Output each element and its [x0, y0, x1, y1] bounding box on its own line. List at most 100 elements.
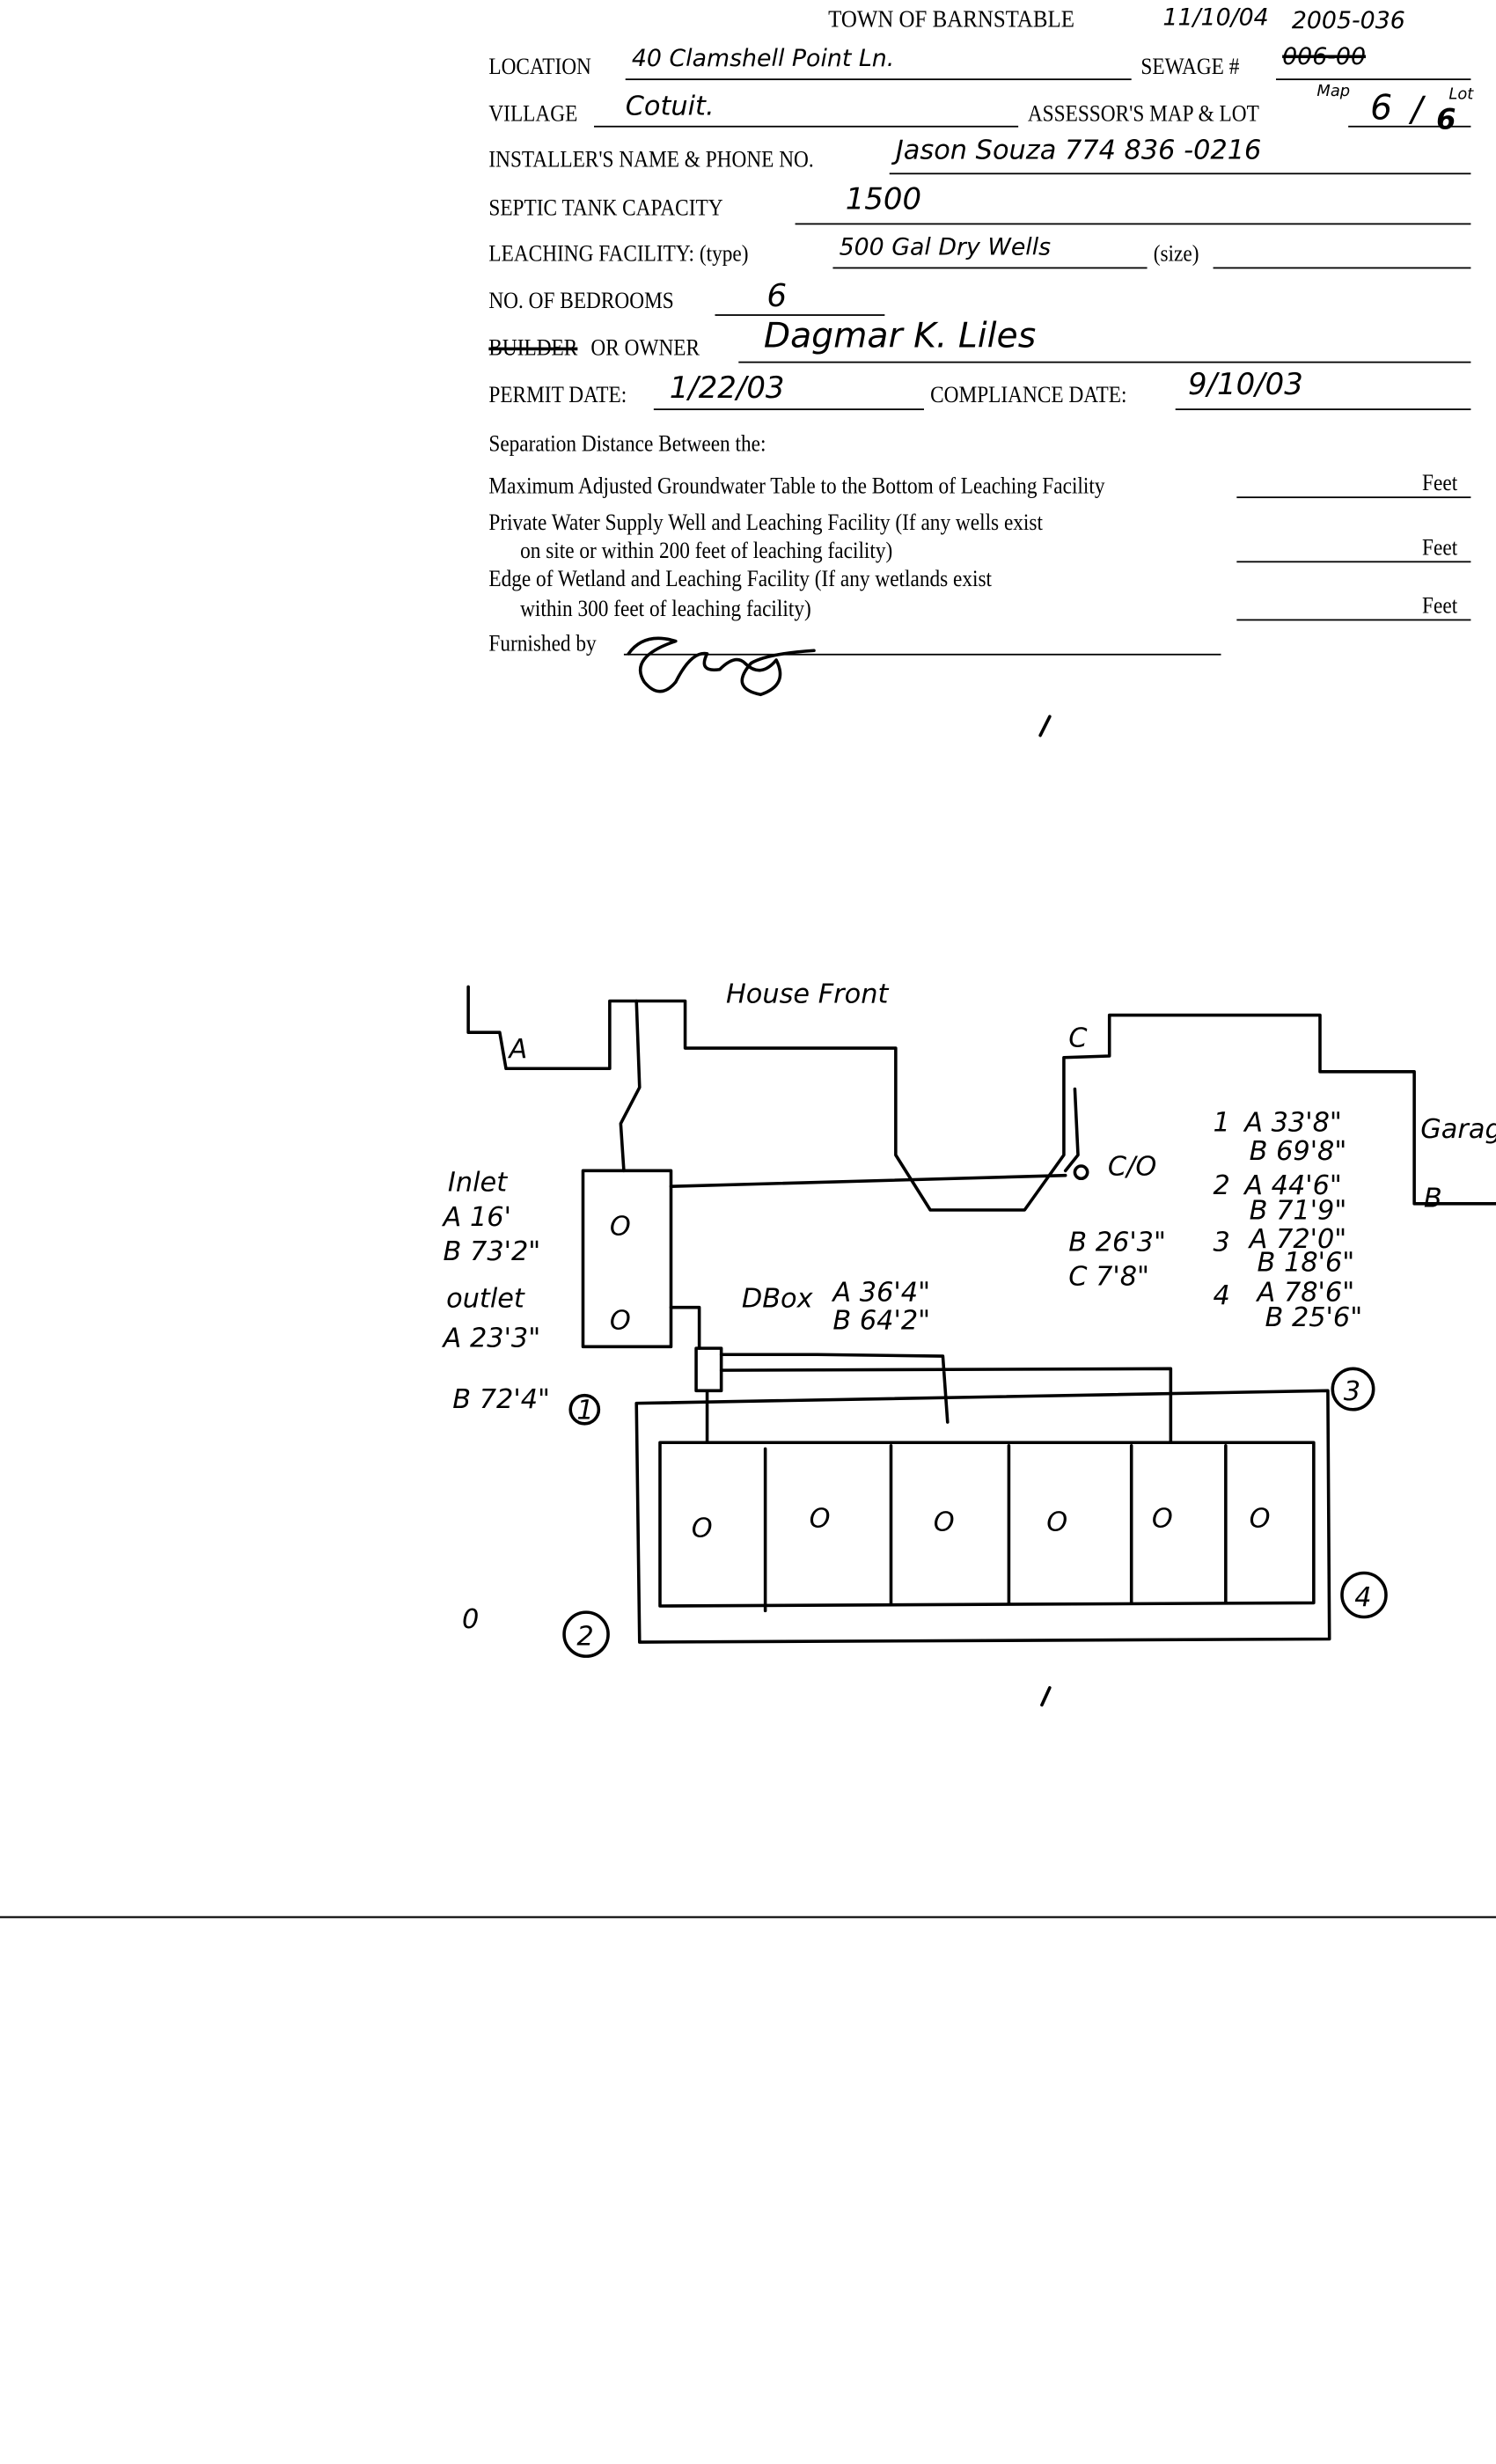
permit-date-label: PERMIT DATE: [488, 383, 627, 409]
corner-1-a: A 33'8" [1243, 1108, 1342, 1139]
corner-4-b: B 25'6" [1265, 1302, 1362, 1333]
wetland-feet-line [1236, 619, 1471, 621]
tank-outlet-circle: O [610, 1306, 631, 1337]
bedrooms-value: 6 [766, 276, 788, 315]
sewage-value: 006-00 [1282, 42, 1367, 71]
distribution-lines [705, 1353, 1173, 1445]
owner-label: OR OWNER [590, 336, 700, 362]
stray-mark [1038, 715, 1052, 1707]
corner-2-b: B 71'9" [1250, 1196, 1347, 1227]
installer-label: INSTALLER'S NAME & PHONE NO. [488, 147, 814, 173]
well-3: O [934, 1507, 955, 1537]
dbox-b: B 64'2" [832, 1306, 930, 1337]
groundwater-feet: Feet [1422, 471, 1458, 497]
furnished-label: Furnished by [488, 631, 597, 657]
leaching-underline [832, 267, 1148, 269]
annotation-date: 11/10/04 [1162, 3, 1269, 32]
house-outline [466, 985, 1496, 1212]
corner-4-a: A 78'6" [1256, 1278, 1355, 1309]
well-2: O [810, 1504, 831, 1535]
house-front-label: House Front [726, 979, 889, 1009]
well-5: O [1152, 1504, 1173, 1535]
distribution-box [694, 1346, 723, 1393]
corner-measurements: 1 A 33'8" B 69'8" 2 A 44'6" B 71'9" 3 A … [1214, 1108, 1363, 1333]
separation-heading: Separation Distance Between the: [488, 432, 766, 458]
owner-value: Dagmar K. Liles [763, 317, 1037, 357]
corner-3-marker [1331, 1367, 1375, 1412]
village-value: Cotuit. [625, 91, 715, 123]
wetland-feet: Feet [1422, 593, 1458, 620]
size-label: (size) [1153, 241, 1199, 268]
dbox-a: A 36'4" [831, 1278, 930, 1309]
furnished-underline [623, 653, 1221, 656]
well-feet-line [1236, 561, 1471, 563]
compliance-value: 9/10/03 [1187, 367, 1303, 403]
well-6: O [1250, 1504, 1271, 1535]
separation-wetland-2: within 300 feet of leaching facility) [520, 597, 811, 623]
outlet-label: outlet [446, 1284, 525, 1315]
cleanout-pipe [669, 1087, 1080, 1188]
location-label: LOCATION [488, 55, 591, 81]
cleanout-label: C/O [1108, 1152, 1156, 1183]
assessor-underline [1348, 125, 1471, 128]
well-4: O [1046, 1507, 1067, 1537]
corner-4-number: 4 [1354, 1582, 1371, 1613]
corner-4-marker [1340, 1571, 1388, 1619]
village-underline [593, 125, 1019, 128]
sewage-underline [1275, 78, 1471, 81]
builder-struck-label: BUILDER [488, 336, 578, 362]
leaching-value: 500 Gal Dry Wells [839, 232, 1052, 261]
compliance-label: COMPLIANCE DATE: [930, 383, 1127, 409]
well-feet: Feet [1422, 535, 1458, 561]
signature [627, 636, 816, 697]
installer-underline [889, 172, 1471, 175]
leaching-label: LEACHING FACILITY: (type) [488, 241, 749, 268]
lot-tag: Lot [1448, 86, 1474, 104]
corner-3-b: B 18'6" [1258, 1248, 1355, 1279]
separation-groundwater: Maximum Adjusted Groundwater Table to th… [488, 474, 1105, 500]
permit-date-underline [653, 408, 924, 411]
cleanout-b: B 26'3" [1068, 1227, 1166, 1258]
separation-well-1: Private Water Supply Well and Leaching F… [488, 510, 1043, 536]
leaching-wells-row [658, 1441, 1316, 1613]
corner-1-b: B 69'8" [1250, 1136, 1347, 1167]
house-sewer-pipe [619, 999, 642, 1173]
corner-1-number: 1 [576, 1395, 593, 1426]
corner-c-label: C [1068, 1023, 1088, 1053]
outlet-pipe [669, 1305, 701, 1350]
location-value: 40 Clamshell Point Ln. [631, 43, 895, 73]
village-label: VILLAGE [488, 102, 578, 128]
groundwater-feet-line [1236, 496, 1471, 499]
corner-1-marker [568, 1393, 601, 1426]
corner-4-ref: 4 [1214, 1280, 1230, 1311]
inlet-a: A 16' [442, 1202, 511, 1233]
septic-underline [795, 223, 1471, 225]
corner-2-ref: 2 [1214, 1170, 1230, 1201]
assessor-label: ASSESSOR'S MAP & LOT [1027, 102, 1259, 128]
location-underline [625, 78, 1132, 81]
septic-label: SEPTIC TANK CAPACITY [488, 196, 723, 222]
compliance-underline [1175, 408, 1471, 411]
corner-1-ref: 1 [1214, 1108, 1230, 1139]
outlet-b: B 72'4" [452, 1384, 550, 1415]
leaching-outer-boundary [634, 1389, 1331, 1644]
corner-a-label: A [508, 1034, 528, 1065]
well-1: O [692, 1513, 713, 1544]
bedrooms-underline [715, 314, 885, 316]
dbox-label: DBox [742, 1284, 814, 1315]
bedrooms-label: NO. OF BEDROOMS [488, 289, 674, 315]
outlet-a: A 23'3" [442, 1323, 541, 1353]
cleanout-c: C 7'8" [1068, 1262, 1149, 1293]
owner-underline [738, 361, 1471, 363]
map-value: 6 [1370, 89, 1393, 129]
corner-3-number: 3 [1344, 1376, 1360, 1407]
installer-value: Jason Souza 774 836 -0216 [895, 135, 1262, 167]
septic-tank [581, 1169, 673, 1349]
town-title: TOWN OF BARNSTABLE [828, 6, 1074, 33]
inlet-label: Inlet [448, 1168, 508, 1199]
permit-number: 2005-036 [1291, 6, 1405, 35]
stray-zero: 0 [462, 1604, 479, 1635]
cleanout-marker [1073, 1164, 1089, 1181]
